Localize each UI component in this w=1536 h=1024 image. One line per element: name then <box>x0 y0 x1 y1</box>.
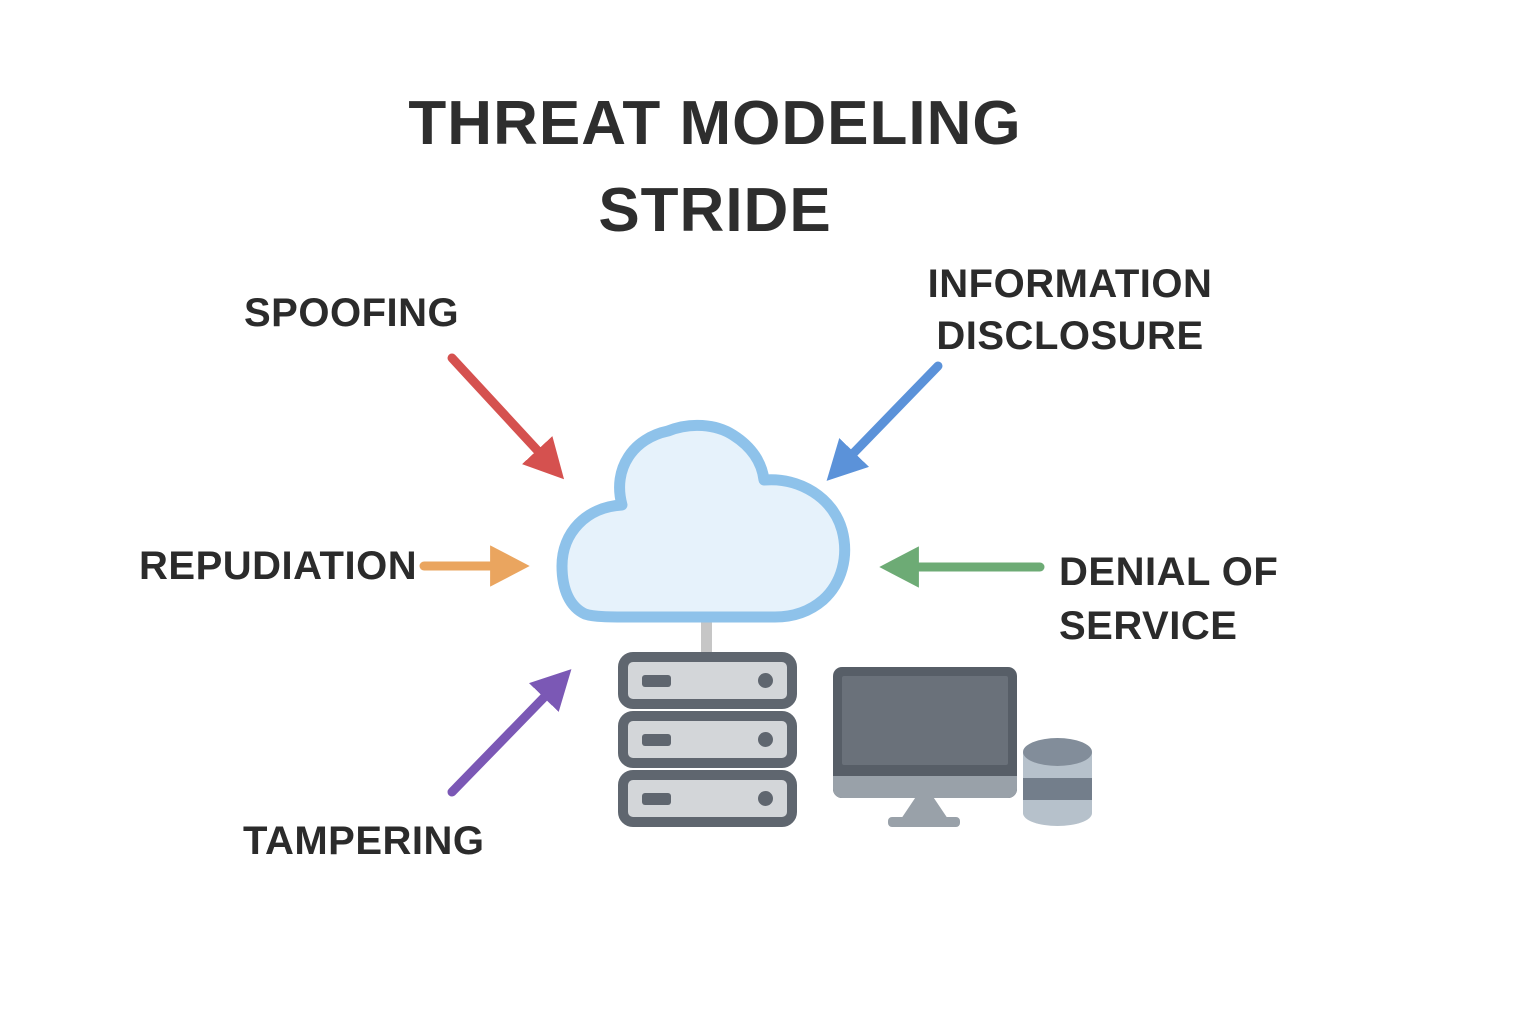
server-slot-icon <box>642 792 671 805</box>
title-line2: STRIDE <box>598 175 832 245</box>
label-denial-of-service-line1: DENIAL OF <box>1059 550 1279 594</box>
server-led-icon <box>758 673 773 688</box>
database-top-ellipse <box>1023 738 1092 766</box>
label-spoofing: SPOOFING <box>244 291 460 335</box>
server-slot-icon <box>642 733 671 746</box>
server-slot-icon <box>642 674 671 687</box>
server-unit <box>618 770 797 827</box>
information-disclosure-arrow <box>826 361 943 481</box>
desktop-monitor-icon <box>833 667 1017 826</box>
spoofing-arrow <box>447 353 565 480</box>
server-rack-icon <box>618 652 797 827</box>
cloud-icon <box>556 419 851 623</box>
monitor-chin <box>833 776 1017 798</box>
database-cylinder-icon <box>1023 738 1092 826</box>
monitor-base <box>888 817 960 827</box>
label-denial-of-service: DENIAL OF SERVICE <box>1059 545 1278 653</box>
monitor-stand <box>901 798 948 819</box>
server-led-icon <box>758 732 773 747</box>
server-unit <box>618 652 797 709</box>
database-band <box>1023 800 1092 826</box>
monitor-screen <box>842 676 1008 765</box>
label-denial-of-service-line2: SERVICE <box>1059 604 1238 648</box>
server-led-icon <box>758 791 773 806</box>
label-information-disclosure: INFORMATION DISCLOSURE <box>905 258 1235 362</box>
label-information-disclosure-line2: DISCLOSURE <box>936 314 1204 358</box>
database-band <box>1023 778 1092 800</box>
label-tampering: TAMPERING <box>243 819 485 863</box>
page-title: THREAT MODELING STRIDE <box>0 80 1430 254</box>
label-repudiation: REPUDIATION <box>139 544 418 588</box>
label-information-disclosure-line1: INFORMATION <box>927 262 1213 306</box>
server-unit <box>618 711 797 768</box>
title-line1: THREAT MODELING <box>408 88 1022 158</box>
tampering-arrow <box>447 669 572 797</box>
